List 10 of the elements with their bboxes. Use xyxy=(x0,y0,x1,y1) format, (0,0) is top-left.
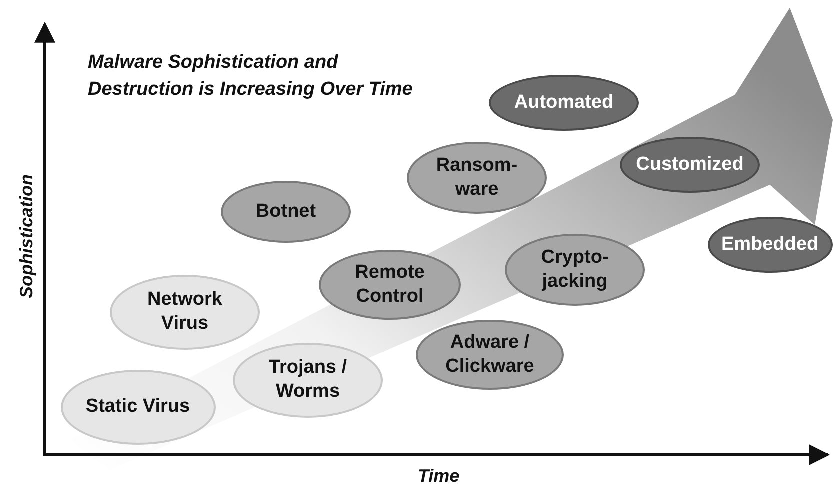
ellipse-node: Network Virus xyxy=(110,274,260,350)
ellipse-node: Automated xyxy=(489,75,639,131)
ellipse-node: Botnet xyxy=(221,181,351,243)
ellipse-node: Static Virus xyxy=(60,370,216,444)
axis-label: Time xyxy=(418,466,460,487)
title: Malware Sophistication and Destruction is Increasing Over Time xyxy=(88,51,414,102)
ellipse-node: Embedded xyxy=(708,217,832,273)
axis-label: Sophistication xyxy=(16,174,38,301)
ellipse-node: Ransom- ware xyxy=(407,142,547,214)
ellipse-node: Adware / Clickware xyxy=(416,320,564,390)
